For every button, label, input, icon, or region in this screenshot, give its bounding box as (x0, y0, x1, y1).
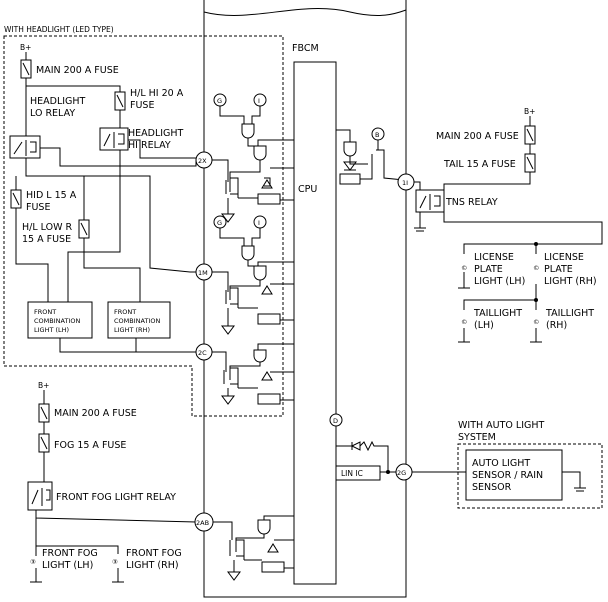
lin-junction (386, 470, 390, 474)
license-rh-label-2: PLATE (544, 264, 573, 275)
license-rh-bulb: © (533, 264, 540, 272)
taillight-lh-label-1: TAILLIGHT (473, 308, 522, 319)
hid-fuse-label-2: FUSE (26, 202, 50, 213)
taillight-rh-label-2: (RH) (546, 320, 567, 331)
license-lh-label-2: PLATE (474, 264, 503, 275)
terminal-i-1: I (258, 97, 260, 105)
connector-1i-label: 1I (402, 179, 408, 187)
tail-bplus-label: B+ (524, 107, 535, 116)
license-rh-label-1: LICENSE (544, 252, 584, 263)
lin-ic-label: LIN IC (341, 469, 363, 478)
sensor-label-3: SENSOR (472, 482, 512, 493)
tns-circuit: B 1I B+ MAIN 200 A FUSE TAIL 15 A FUSE T… (336, 107, 603, 343)
fog-rh-label-2: LIGHT (RH) (126, 560, 179, 571)
hl-low-fuse-label-1: H/L LOW R (22, 222, 73, 233)
hl-hi-fuse-label-2: FUSE (130, 100, 154, 111)
hi-relay-label-2: HI RELAY (128, 140, 171, 151)
tail-junction-1 (534, 242, 538, 246)
auto-light-group-label-2: SYSTEM (458, 432, 496, 443)
front-fog-light-relay (27, 481, 53, 511)
hl-low-fuse-label-2: 15 A FUSE (22, 234, 71, 245)
fcl-rh-label-3: LIGHT (RH) (114, 326, 150, 334)
terminal-g-2: G (217, 219, 222, 227)
lo-relay-label-1: HEADLIGHT (30, 96, 86, 107)
fog-bplus-label: B+ (38, 381, 49, 390)
tns-relay-label: TNS RELAY (445, 197, 498, 208)
connector-2ab (194, 512, 214, 532)
hid-fuse-label-1: HID L 15 A (26, 190, 77, 201)
fbcm-module: FBCM CPU LIN IC (203, 0, 407, 598)
fog-lh-mark: ③ (30, 558, 36, 566)
terminal-g-1: G (217, 97, 222, 105)
fog-lh-label-2: LIGHT (LH) (42, 560, 93, 571)
tail-main-fuse-label: MAIN 200 A FUSE (436, 131, 519, 142)
terminal-b: B (375, 131, 379, 139)
hl-hi-fuse-label-1: H/L HI 20 A (130, 88, 184, 99)
sensor-label-1: AUTO LIGHT (472, 458, 530, 469)
tail-fuse-label: TAIL 15 A FUSE (443, 159, 516, 170)
fcl-lh-label-1: FRONT (34, 308, 56, 316)
fcl-lh-label-2: COMBINATION (34, 317, 80, 325)
license-lh-label-1: LICENSE (474, 252, 514, 263)
driver-circuit-2ab (212, 515, 294, 581)
lin-ic-block (335, 465, 381, 481)
license-rh-label-3: LIGHT (RH) (544, 276, 597, 287)
fcl-rh-label-1: FRONT (114, 308, 136, 316)
license-lh-label-3: LIGHT (LH) (474, 276, 525, 287)
connector-1m-label: 1M (198, 269, 208, 277)
terminal-i-2: I (258, 219, 260, 227)
taillight-lh-bulb: © (461, 318, 468, 326)
fog-main-fuse-label: MAIN 200 A FUSE (54, 408, 137, 419)
lo-relay-label-2: LO RELAY (30, 108, 75, 119)
headlight-main-fuse-label: MAIN 200 A FUSE (36, 65, 119, 76)
taillight-lh-label-2: (LH) (474, 320, 494, 331)
taillight-rh-label-1: TAILLIGHT (545, 308, 594, 319)
headlight-connectors: 2X 1M 2C (195, 151, 213, 361)
cpu-block (293, 61, 337, 585)
fog-relay-label: FRONT FOG LIGHT RELAY (56, 492, 176, 503)
license-lh-bulb: © (461, 264, 468, 272)
driver-circuit-2x: G I (212, 93, 294, 223)
connector-2ab-label: 2AB (196, 519, 209, 527)
taillight-rh-bulb: © (533, 318, 540, 326)
front-combination-light-lh (27, 301, 93, 339)
fcl-rh-label-2: COMBINATION (114, 317, 160, 325)
hi-relay-label-1: HEADLIGHT (128, 128, 184, 139)
fog-rh-label-1: FRONT FOG (126, 548, 182, 559)
connector-2g-label: 2G (397, 469, 406, 477)
headlight-group-label: WITH HEADLIGHT (LED TYPE) (4, 25, 114, 34)
fog-lh-label-1: FRONT FOG (42, 548, 98, 559)
fcl-lh-label-3: LIGHT (LH) (34, 326, 69, 334)
headlight-bplus-label: B+ (20, 43, 31, 52)
auto-light-sensor (465, 449, 563, 501)
driver-circuit-1m: G I (212, 215, 294, 335)
fbcm-label: FBCM (292, 43, 319, 54)
fog-fuse-label: FOG 15 A FUSE (54, 440, 126, 451)
driver-circuit-2c (212, 343, 294, 405)
lin-circuit: D 2G WITH AUTO LIGHT SYSTEM AUTO LIGHT S… (329, 413, 603, 509)
connector-2c-label: 2C (198, 349, 207, 357)
cpu-label: CPU (298, 184, 317, 195)
auto-light-group-label-1: WITH AUTO LIGHT (458, 420, 545, 431)
fog-circuit: B+ MAIN 200 A FUSE FOG 15 A FUSE FRONT F… (27, 381, 214, 583)
front-combination-light-rh (107, 301, 171, 339)
terminal-d: D (333, 417, 338, 425)
fog-rh-mark: ③ (112, 558, 118, 566)
connector-2x-label: 2X (198, 157, 207, 165)
headlight-group: WITH HEADLIGHT (LED TYPE) B+ MAIN 200 A … (3, 25, 284, 417)
sensor-label-2: SENSOR / RAIN (472, 470, 543, 481)
